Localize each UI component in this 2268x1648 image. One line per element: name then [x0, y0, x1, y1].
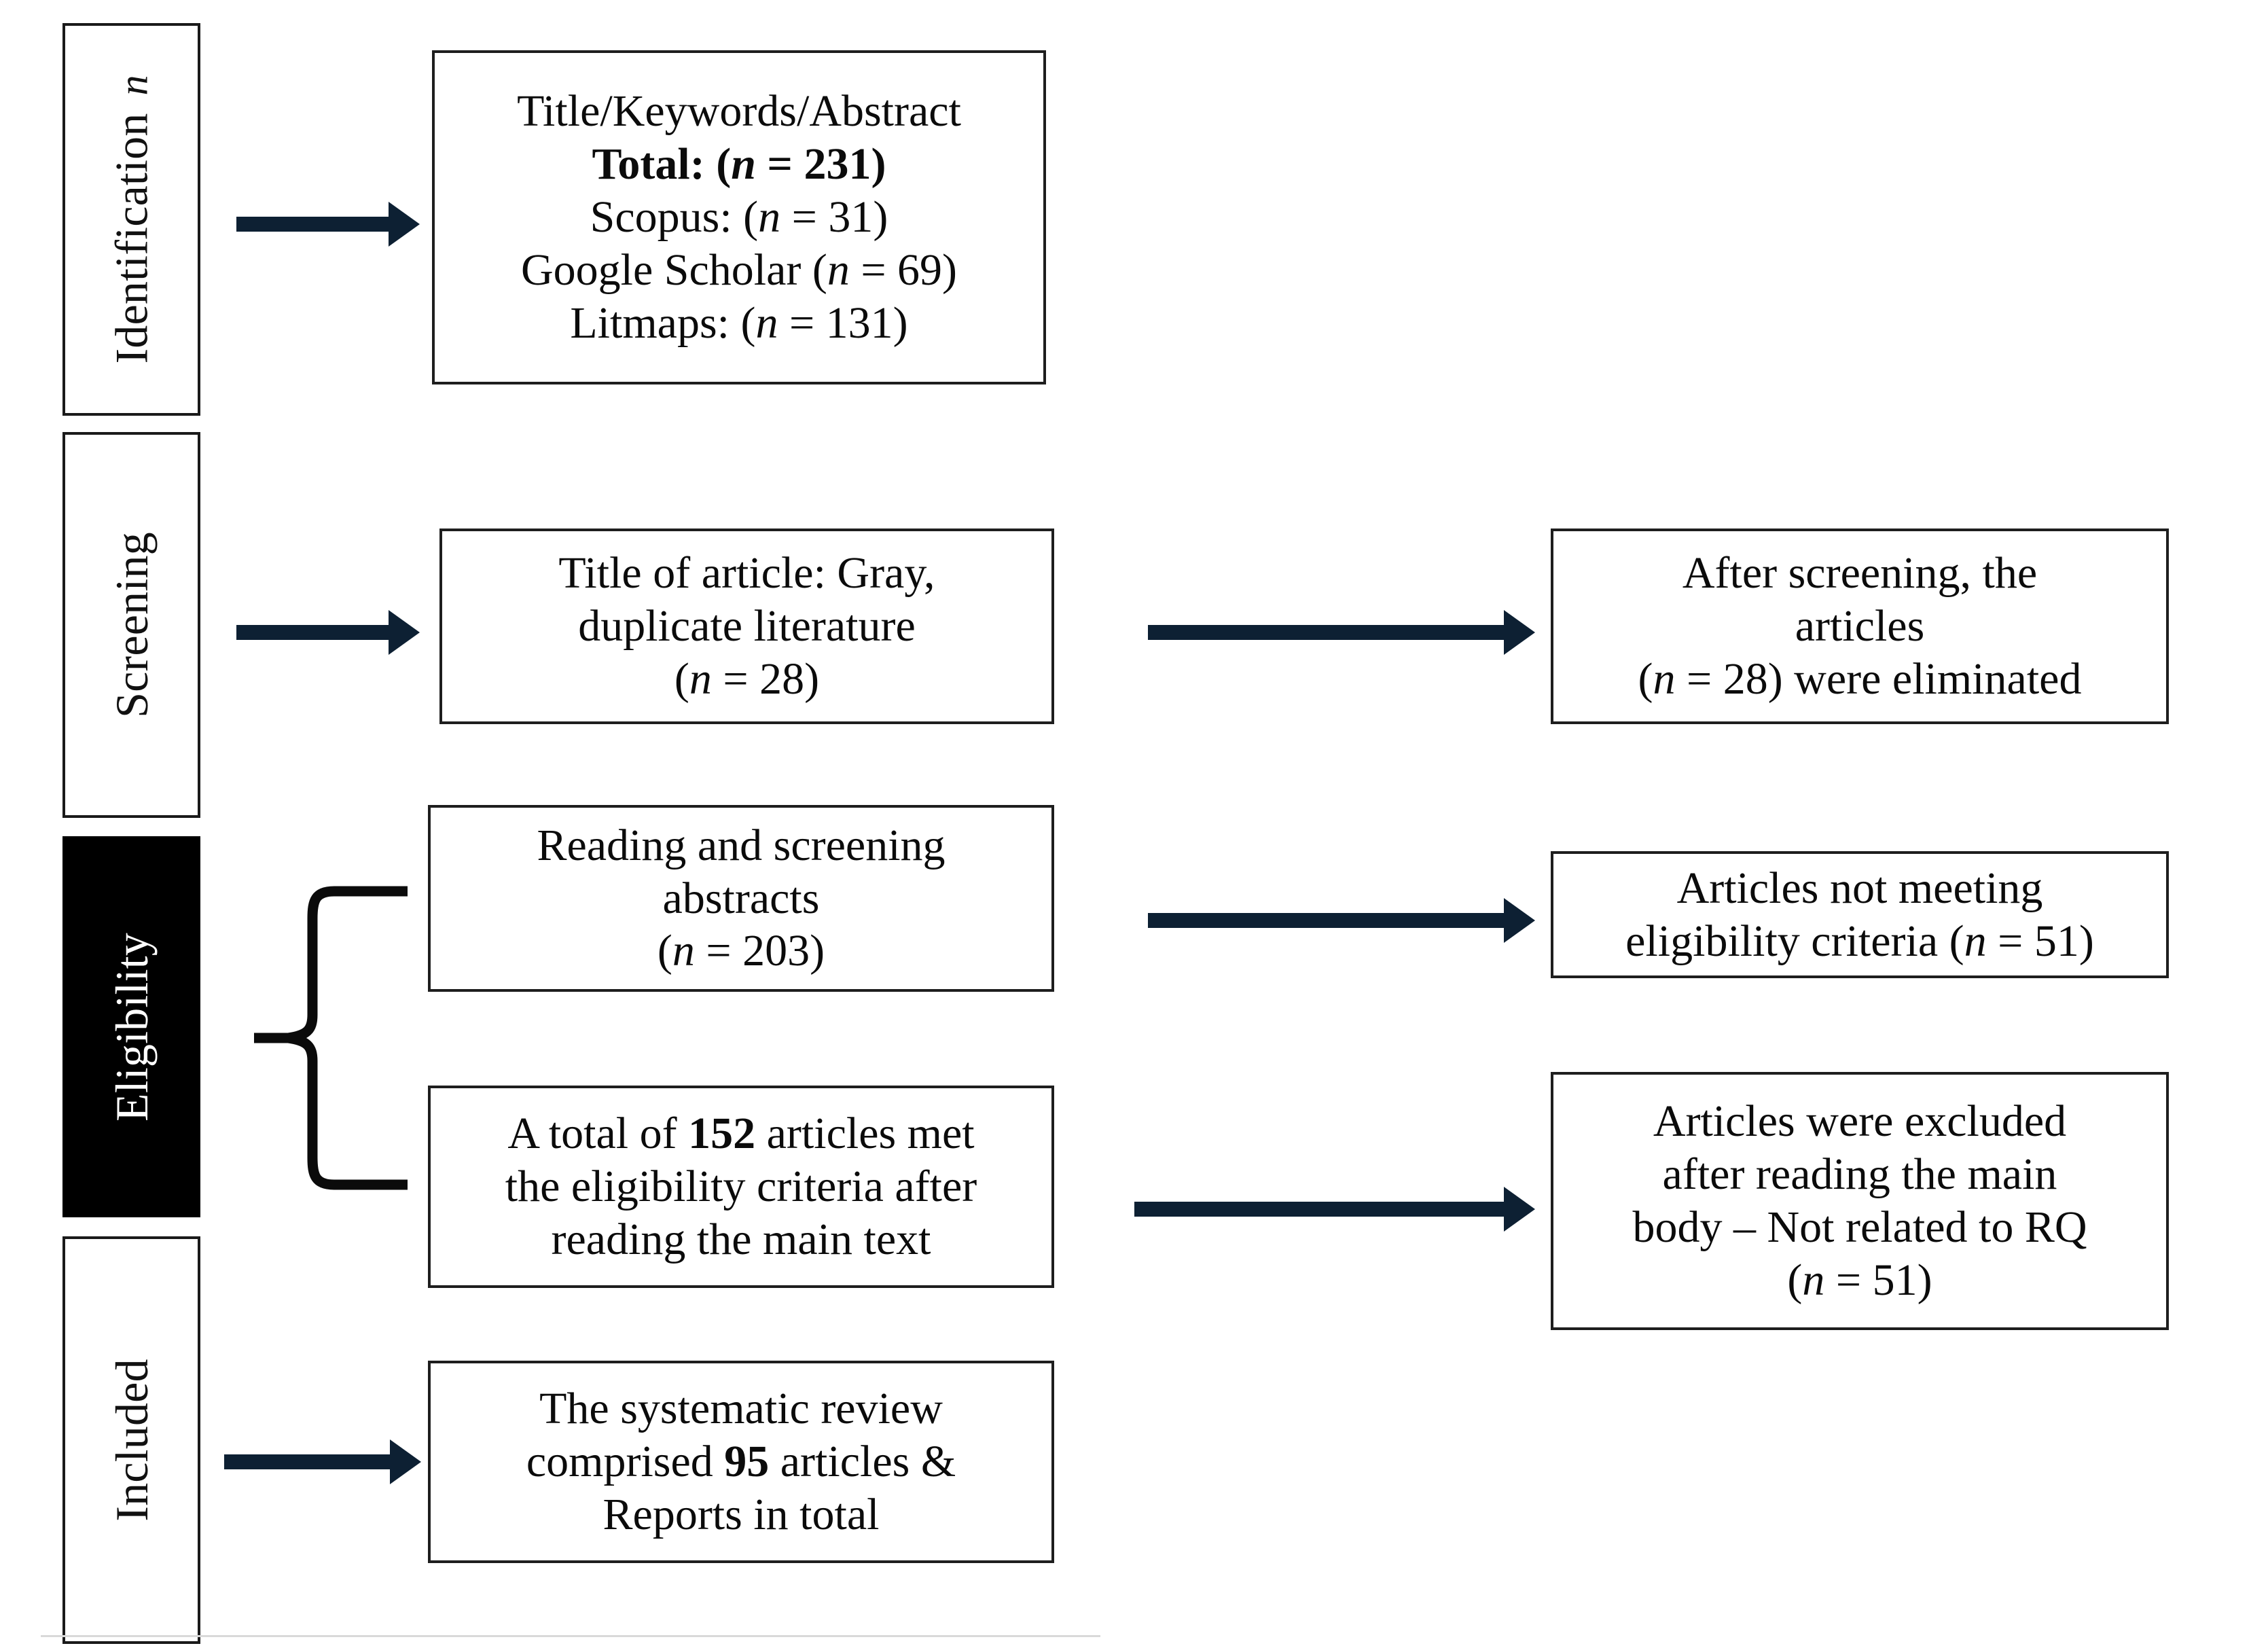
text-line: Total: (n = 231) — [592, 139, 886, 190]
arrow-shaft — [224, 1454, 391, 1469]
stage-box-eligibility: Eligibility — [62, 836, 200, 1217]
bottom-divider — [41, 1635, 1100, 1637]
box-eligibility-not-meeting: Articles not meeting eligibility criteri… — [1551, 851, 2169, 978]
stage-label-wrap-screening: Screening — [105, 532, 158, 718]
arrow-head — [1504, 610, 1535, 655]
text-line: (n = 203) — [657, 926, 825, 976]
text-line: (n = 28) were eliminated — [1638, 653, 2082, 704]
box-eligibility-excluded: Articles were excluded after reading the… — [1551, 1072, 2169, 1330]
box-text: Title/Keywords/Abstract Total: (n = 231)… — [517, 85, 961, 349]
text-line: Title of article: Gray, — [558, 548, 935, 598]
arrow-head — [389, 610, 420, 655]
arrow-shaft — [1148, 913, 1505, 928]
text-line: abstracts — [662, 873, 820, 923]
box-identification-sources: Title/Keywords/Abstract Total: (n = 231)… — [432, 50, 1046, 384]
arrow-head — [1504, 1187, 1535, 1232]
box-text: Title of article: Gray, duplicate litera… — [558, 547, 935, 706]
box-text: Reading and screening abstracts (n = 203… — [537, 819, 945, 978]
arrow-head — [389, 202, 420, 247]
text-line: The systematic review — [539, 1384, 943, 1434]
text-line: eligibility criteria (n = 51) — [1625, 916, 2094, 966]
arrow-shaft — [236, 217, 390, 232]
stage-label-wrap-included: Included — [105, 1359, 158, 1522]
stage-label-wrap-identification: Identification n — [105, 75, 158, 364]
text-line: reading the main text — [551, 1214, 931, 1264]
text-line: Articles were excluded — [1653, 1096, 2067, 1147]
text-line: A total of 152 articles met — [507, 1109, 975, 1159]
text-line: after reading the main — [1662, 1149, 2057, 1200]
box-text: Articles were excluded after reading the… — [1632, 1095, 2087, 1307]
arrow-shaft — [1134, 1202, 1505, 1217]
stage-sublabel-identification-n: n — [111, 75, 156, 96]
text-line: Scopus: (n = 31) — [590, 192, 888, 243]
arrow-shaft — [236, 625, 390, 640]
text-line: Title/Keywords/Abstract — [517, 86, 961, 137]
box-screening-eliminated: After screening, the articles (n = 28) w… — [1551, 529, 2169, 724]
text-line: (n = 51) — [1787, 1255, 1932, 1305]
text-line: Google Scholar (n = 69) — [520, 245, 958, 295]
stage-box-screening: Screening — [62, 432, 200, 818]
box-text: Articles not meeting eligibility criteri… — [1625, 862, 2094, 968]
arrow-shaft — [1148, 625, 1505, 640]
stage-box-included: Included — [62, 1236, 200, 1644]
text-line: duplicate literature — [578, 601, 916, 651]
box-eligibility-abstracts: Reading and screening abstracts (n = 203… — [428, 805, 1054, 992]
text-line: Litmaps: (n = 131) — [570, 298, 908, 348]
box-eligibility-met: A total of 152 articles met the eligibil… — [428, 1086, 1054, 1288]
arrow-head — [390, 1439, 421, 1484]
stage-label-wrap-eligibility: Eligibility — [105, 932, 158, 1122]
text-line: (n = 28) — [674, 653, 820, 704]
box-text: After screening, the articles (n = 28) w… — [1638, 547, 2082, 706]
text-line: body – Not related to RQ — [1632, 1202, 2087, 1252]
text-line: Articles not meeting — [1676, 863, 2043, 913]
box-text: The systematic review comprised 95 artic… — [526, 1382, 956, 1541]
stage-label-screening: Screening — [105, 532, 158, 718]
text-line: After screening, the — [1682, 548, 2038, 598]
stage-label-identification: Identification — [105, 113, 158, 364]
box-text: A total of 152 articles met the eligibil… — [505, 1107, 977, 1266]
box-screening-removed: Title of article: Gray, duplicate litera… — [439, 529, 1054, 724]
stage-box-identification: Identification n — [62, 23, 200, 416]
text-line: articles — [1795, 601, 1925, 651]
box-included-total: The systematic review comprised 95 artic… — [428, 1361, 1054, 1563]
text-line: comprised 95 articles & — [526, 1437, 956, 1487]
brace-eligibility — [253, 882, 409, 1194]
text-line: the eligibility criteria after — [505, 1162, 977, 1212]
text-line: Reading and screening — [537, 820, 946, 870]
stage-label-eligibility: Eligibility — [105, 932, 158, 1122]
arrow-head — [1504, 898, 1535, 943]
stage-label-included: Included — [105, 1359, 158, 1522]
text-line: Reports in total — [602, 1489, 880, 1539]
